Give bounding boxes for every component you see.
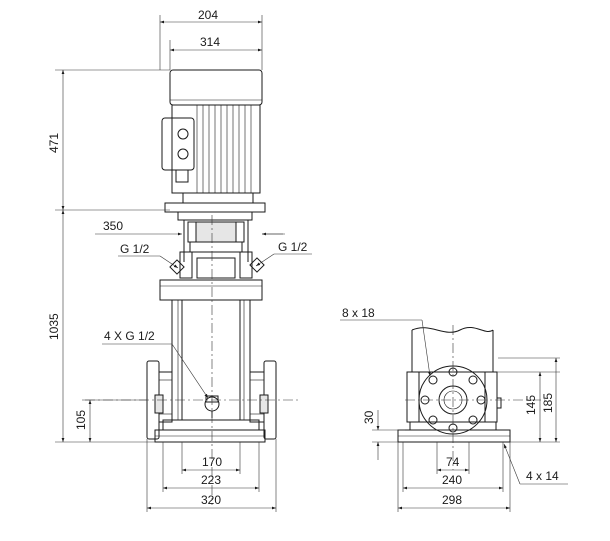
dim-314: 314 [200,35,220,49]
terminal-box [161,117,195,171]
dim-471: 471 [47,133,61,153]
label-g-left: G 1/2 [120,242,150,256]
dim-30: 30 [362,410,376,424]
pump-base [154,419,266,443]
dim-170: 170 [202,455,222,469]
label-8x18: 8 x 18 [342,306,375,320]
vent-plug-housing [196,257,236,279]
label-g-right: G 1/2 [278,240,308,254]
dim-105: 105 [74,410,88,430]
motor-stool [164,202,266,279]
dim-1035: 1035 [47,313,61,340]
dim-320: 320 [201,493,221,507]
dim-185: 185 [541,393,555,413]
front-dimensions: 204 314 471 1035 105 350 G 1/2 G 1 [47,8,312,512]
side-upper-break [411,326,494,372]
coupling [195,221,237,243]
front-view [85,69,300,505]
label-4x14: 4 x 14 [526,469,559,483]
motor [161,69,263,204]
dim-74: 74 [446,455,460,469]
side-view [397,325,545,470]
motor-fins [196,105,252,193]
dim-350: 350 [103,219,123,233]
dim-240: 240 [442,473,462,487]
outlet-flange [249,360,277,440]
pump-head [159,279,263,301]
dim-145: 145 [524,395,538,415]
cable-gland [177,128,189,140]
side-dimensions: 8 x 18 30 145 185 74 240 298 4 [340,306,568,512]
dim-223: 223 [201,473,221,487]
motor-base [182,192,254,204]
dim-298: 298 [442,493,462,507]
flange-plate [164,202,266,213]
cable-gland [177,148,189,160]
dim-204: 204 [198,8,218,22]
label-4xg: 4 X G 1/2 [104,329,155,343]
